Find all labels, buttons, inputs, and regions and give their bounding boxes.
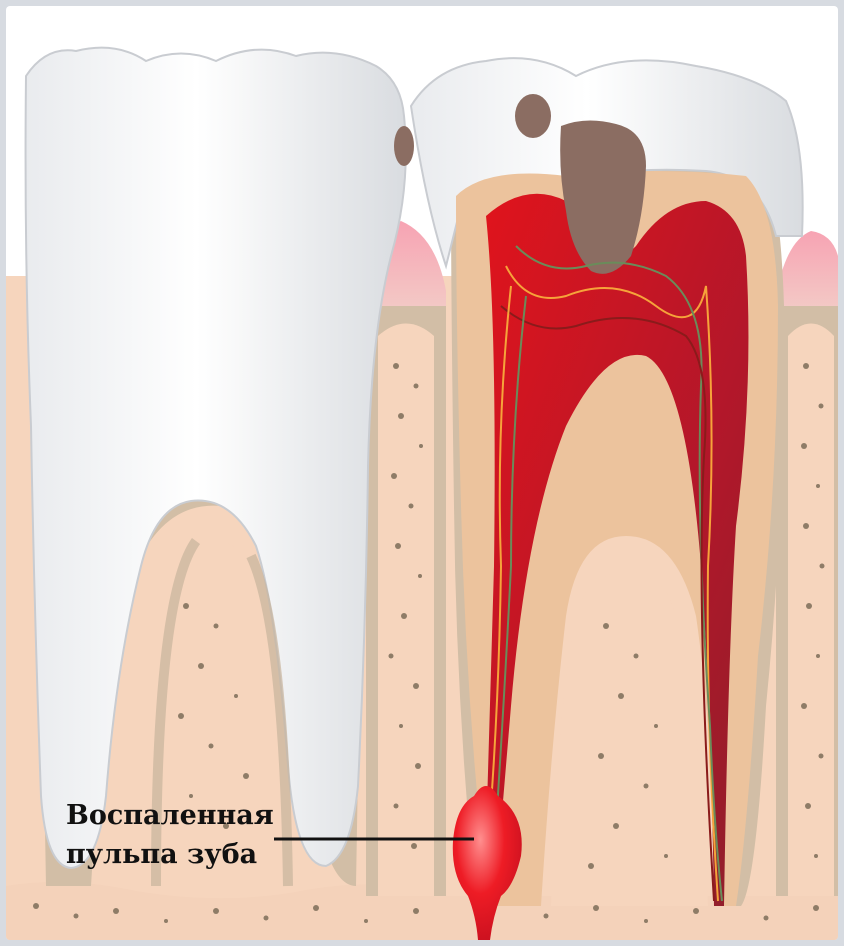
tooth-diagram: Воспаленная пульпа зуба: [6, 6, 838, 940]
decayed-molar-icon: [411, 58, 803, 940]
callout-label-line1: Воспаленная: [66, 800, 274, 831]
diagram-frame: Воспаленная пульпа зуба: [6, 6, 838, 940]
bone-septum-middle: [366, 306, 446, 896]
healthy-molar-icon: [26, 48, 414, 886]
callout-label-line2: пульпа зуба: [66, 839, 257, 870]
